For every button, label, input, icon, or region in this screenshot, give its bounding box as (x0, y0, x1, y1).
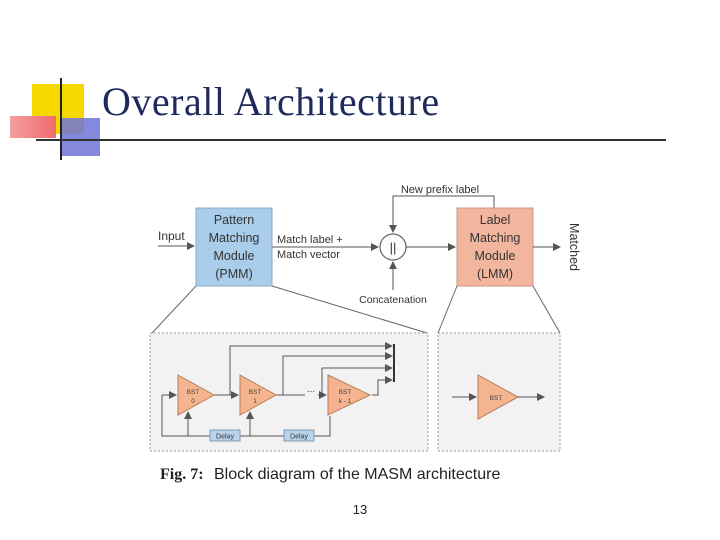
delay-1-box (209, 429, 241, 442)
lmm-label-line-4: (LMM) (477, 267, 513, 281)
title-underline (36, 139, 666, 141)
bst-0-block: BST 0 (177, 374, 216, 416)
concatenation-label: Concatenation (359, 294, 427, 306)
concatenation-symbol: || (390, 240, 397, 255)
new-prefix-feedback (389, 195, 495, 233)
bst-0-name: BST (187, 389, 200, 396)
delay-2-label: Delay (290, 434, 308, 441)
pmm-label-line-2: Matching (209, 231, 260, 245)
lmm-label-line-2: Matching (470, 231, 521, 245)
bst-0-index: 0 (191, 398, 195, 405)
decor-vertical-line (60, 78, 62, 160)
decor-red-square (10, 116, 56, 138)
pmm-label-line-4: (PMM) (215, 267, 253, 281)
lmm-box (456, 207, 534, 287)
bstk-output-line (372, 376, 393, 396)
delay-2-box (283, 429, 315, 442)
bst-1-name: BST (249, 389, 262, 396)
bst-dots: ... (307, 384, 315, 395)
pmm-label: Pattern Matching Module (PMM) (209, 213, 260, 281)
bst-0-triangle (177, 374, 216, 416)
figure-caption-prefix: Fig. 7: (160, 466, 204, 483)
lmm-label-line-1: Label (480, 213, 511, 227)
delay-2-block: Delay (283, 429, 315, 442)
new-prefix-label: New prefix label (401, 184, 479, 196)
match-label-line-2: Match vector (277, 249, 340, 261)
bst-k-name: BST (339, 389, 352, 396)
input-label: Input (158, 229, 185, 243)
bst-k-index: k - 1 (339, 398, 352, 405)
lmm-bst-label: BST (490, 395, 503, 402)
bst-k-triangle (327, 374, 372, 416)
match-label-line-1: Match label + (277, 234, 343, 246)
page-number: 13 (352, 502, 368, 517)
bst1-output-line (276, 352, 393, 396)
pmm-zoom-line-right (271, 285, 428, 334)
lmm-label-line-3: Module (475, 249, 516, 263)
pmm-box (195, 207, 273, 287)
bst-1-block: BST 1 (239, 374, 278, 416)
slide-title: Overall Architecture (102, 79, 440, 124)
bst-1-index: 1 (253, 398, 257, 405)
figure-caption: Fig. 7: Block diagram of the MASM archit… (160, 466, 500, 483)
delay-1-label: Delay (216, 434, 234, 441)
delay-1-block: Delay (209, 429, 241, 442)
matched-label: Matched (567, 223, 581, 271)
pmm-zoom-line-left (151, 285, 197, 334)
pmm-label-line-1: Pattern (214, 213, 254, 227)
lmm-zoom-line-right (532, 285, 561, 334)
bst-k-block: BST k - 1 (327, 374, 372, 416)
decor-blue-square (62, 118, 100, 156)
lmm-bst-triangle (477, 374, 520, 420)
pmm-label-line-3: Module (214, 249, 255, 263)
bst-1-triangle (239, 374, 278, 416)
lmm-zoom-line-left (437, 285, 458, 334)
figure-caption-text: Block diagram of the MASM architecture (214, 466, 500, 483)
delay-chain-line (161, 395, 331, 437)
